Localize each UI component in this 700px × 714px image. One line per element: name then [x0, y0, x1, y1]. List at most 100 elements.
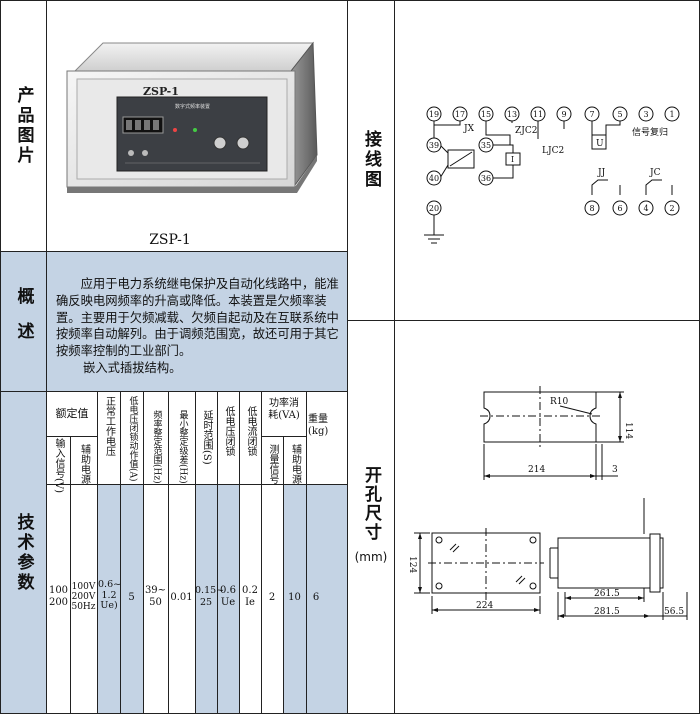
svg-text:1: 1 [669, 110, 674, 119]
terminal-39 [426, 137, 442, 153]
divider [195, 392, 196, 714]
label-u: U [596, 139, 604, 149]
tech-header-power: 功率消耗(VA) [268, 398, 300, 421]
divider [46, 484, 348, 485]
tech-val-measure: 2 [268, 592, 276, 603]
panel-model-text: ZSP-1 [143, 85, 179, 98]
dim-261-5: 261.5 [594, 589, 620, 599]
svg-text:35: 35 [481, 141, 491, 150]
tech-header-aux: 辅助电源 [78, 444, 90, 484]
terminal-11 [530, 106, 546, 122]
terminal-4 [638, 200, 654, 216]
tech-val-min-step: 0.01 [170, 592, 193, 603]
dim-56-5: 56.5 [664, 607, 684, 617]
label-zjc2: ZJC2 [515, 126, 537, 136]
tech-col-delay-shade [195, 484, 217, 713]
divider [239, 392, 240, 714]
overview-label: 概述 [13, 286, 34, 357]
label-ljc2: LJC2 [542, 146, 564, 156]
tech-header-weight: 重量(kg) [308, 414, 329, 437]
transducer-block [447, 149, 475, 169]
tech-header-rated: 额定值 [55, 407, 89, 420]
tech-header-delay: 延时范围(S) [201, 410, 212, 465]
terminal-13 [504, 106, 520, 122]
dim-r10: R10 [550, 397, 569, 407]
terminal-8 [584, 200, 600, 216]
dim-281-5: 281.5 [594, 607, 620, 617]
svg-text:11: 11 [533, 110, 543, 119]
overview-text-cell [47, 252, 347, 391]
tech-val-weight: 6 [312, 592, 320, 603]
terminal-1 [664, 106, 680, 122]
divider [0, 391, 348, 392]
tech-header-aux-power: 辅助电源 [289, 444, 301, 484]
terminal-3 [638, 106, 654, 122]
tech-header-lc-lock: 低电流闭锁 [245, 406, 256, 456]
svg-text:7: 7 [589, 110, 594, 119]
product-image-label: 产品图片 [13, 85, 34, 166]
divider [347, 0, 348, 714]
divider [394, 0, 395, 714]
divider [70, 436, 71, 714]
product-model-caption: ZSP-1 [149, 232, 191, 248]
svg-text:36: 36 [481, 174, 491, 183]
tech-label-cell [1, 392, 46, 713]
overview-paragraph-1: 应用于电力系统继电保护及自动化线路中，能准确反映电网频率的升高或降低。本装置是欠… [56, 277, 339, 359]
terminal-17 [452, 106, 468, 122]
tech-col-normal-shade [97, 484, 120, 713]
cutout-unit: (mm) [354, 550, 388, 564]
divider [283, 436, 284, 714]
divider [168, 392, 169, 714]
svg-text:39: 39 [429, 141, 439, 150]
divider [306, 392, 307, 714]
tech-header-freq-range: 频率整定范围(Hz) [151, 410, 162, 484]
wiring-diagram: 19 17 15 13 11 9 7 5 3 1 39 35 40 36 20 … [424, 106, 680, 244]
panel-subtitle-text: 数字式频率装置 [175, 103, 210, 110]
svg-text:17: 17 [455, 110, 465, 119]
terminal-2 [664, 200, 680, 216]
terminal-9 [556, 106, 572, 122]
tech-col-weight-shade [306, 484, 347, 713]
tech-header-input: 输入信号(V) [53, 438, 64, 494]
cutout-label: 开孔尺寸 (mm) [348, 321, 394, 713]
overview-paragraph-2: 嵌入式插拔结构。 [83, 360, 182, 375]
tech-col-uv-shade [217, 484, 239, 713]
svg-text:6: 6 [617, 204, 622, 213]
divider [46, 0, 47, 714]
tech-header-min-step: 最小整定级差(Hz) [177, 410, 188, 484]
tech-header-measure: 测量信号 [267, 444, 278, 484]
label-i: I [511, 155, 514, 164]
label-jj: JJ [597, 168, 606, 178]
terminal-7 [584, 106, 600, 122]
svg-text:5: 5 [617, 110, 622, 119]
svg-text:2: 2 [669, 204, 674, 213]
svg-text:15: 15 [481, 110, 491, 119]
tech-col-lowblock-shade [120, 484, 143, 713]
svg-text:13: 13 [507, 110, 517, 119]
side-view-rect [557, 537, 651, 589]
tech-header-uv-lock: 低电压闭锁 [223, 406, 234, 456]
tech-header-low-volt-block: 低电压闭锁动作值(A) [127, 396, 138, 482]
dim-214: 214 [528, 465, 545, 475]
terminal-5 [612, 106, 628, 122]
label-jx: JX [463, 124, 475, 134]
svg-text:9: 9 [561, 110, 566, 119]
tech-col-aux-shade [283, 484, 306, 713]
label-jc: JC [649, 168, 661, 178]
divider [97, 392, 98, 714]
wiring-label: 接线图 [361, 130, 381, 190]
tech-val-delay: 0.15~25 [195, 585, 225, 608]
terminal-40 [426, 170, 442, 186]
relay-u-block [591, 134, 607, 150]
terminal-20 [426, 200, 442, 216]
terminal-35 [478, 137, 494, 153]
svg-text:20: 20 [429, 204, 439, 213]
terminal-19 [426, 106, 442, 122]
svg-text:4: 4 [643, 204, 648, 213]
dim-124: 124 [407, 556, 417, 573]
